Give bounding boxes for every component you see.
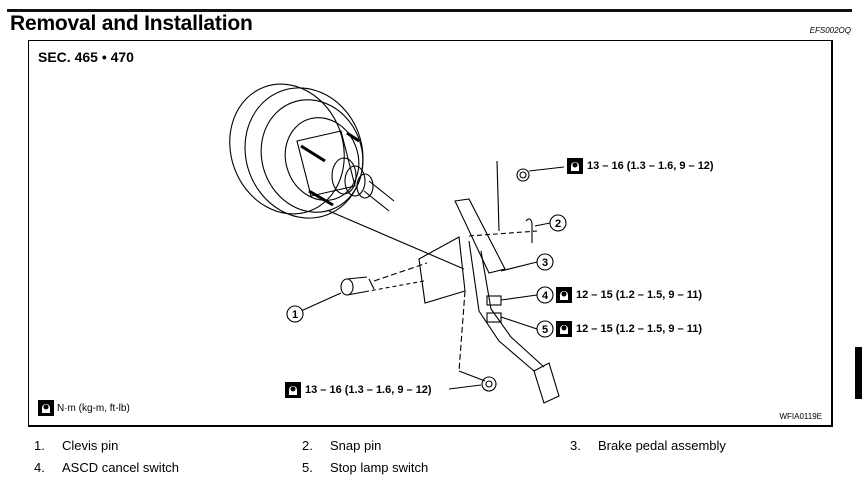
part-name: Clevis pin (62, 438, 119, 453)
callout-5: 5 (536, 320, 554, 338)
ascd-switch-drawing (486, 295, 502, 306)
torque-wrench-icon (567, 158, 583, 174)
part-number: 3. (570, 438, 581, 453)
header-rule (7, 9, 852, 12)
brake-booster-drawing (229, 83, 465, 270)
section-label: SEC. 465 • 470 (38, 49, 134, 65)
list-item: 5. Stop lamp switch (302, 460, 428, 475)
part-number: 1. (34, 438, 45, 453)
torque-value: 12 – 15 (1.2 – 1.5, 9 – 11) (576, 323, 702, 335)
torque-wrench-icon (556, 287, 572, 303)
part-name: ASCD cancel switch (62, 460, 180, 475)
list-item: 2. Snap pin (302, 438, 381, 453)
unit-legend: N·m (kg-m, ft-lb) (38, 400, 130, 416)
unit-legend-text: N·m (kg-m, ft-lb) (57, 402, 130, 414)
svg-text:4: 4 (542, 290, 549, 302)
list-item: 3. Brake pedal assembly (570, 438, 726, 453)
part-number: 5. (302, 460, 313, 475)
part-name: Snap pin (330, 438, 382, 453)
snap-pin-drawing (525, 218, 533, 243)
torque-spec-upper-nut: 13 – 16 (1.3 – 1.6, 9 – 12) (567, 158, 714, 174)
figure-code: WFIA0119E (779, 412, 822, 421)
part-name: Brake pedal assembly (598, 438, 726, 453)
part-number: 2. (302, 438, 313, 453)
torque-wrench-icon (38, 400, 54, 416)
torque-value: 13 – 16 (1.3 – 1.6, 9 – 12) (587, 160, 714, 172)
svg-text:5: 5 (542, 324, 548, 336)
lower-nut-drawing (481, 376, 497, 392)
page-edge-tab (855, 347, 862, 399)
pedal-bracket-drawing (368, 160, 560, 404)
part-name: Stop lamp switch (330, 460, 429, 475)
svg-text:1: 1 (292, 309, 298, 321)
clevis-pin-drawing (300, 262, 428, 312)
figure-frame: 1 2 3 4 5 SEC. 465 • 470 13 – 16 (1.3 – … (28, 40, 833, 427)
part-number: 4. (34, 460, 45, 475)
svg-text:2: 2 (555, 218, 561, 230)
page-title: Removal and Installation (10, 12, 253, 35)
torque-spec-ascd-switch: 12 – 15 (1.2 – 1.5, 9 – 11) (556, 287, 702, 303)
callout-3: 3 (536, 253, 554, 271)
torque-wrench-icon (285, 382, 301, 398)
svg-text:3: 3 (542, 257, 548, 269)
torque-wrench-icon (556, 321, 572, 337)
torque-value: 13 – 16 (1.3 – 1.6, 9 – 12) (305, 384, 432, 396)
torque-spec-lower-nut: 13 – 16 (1.3 – 1.6, 9 – 12) (285, 382, 432, 398)
brake-pedal-diagram: 1 2 3 4 5 (229, 83, 567, 404)
upper-nut-drawing (516, 168, 530, 182)
list-item: 1. Clevis pin (34, 438, 118, 453)
torque-spec-stop-lamp-switch: 12 – 15 (1.2 – 1.5, 9 – 11) (556, 321, 702, 337)
callout-2: 2 (549, 214, 567, 232)
list-item: 4. ASCD cancel switch (34, 460, 179, 475)
callout-4: 4 (536, 286, 554, 304)
document-code: EFS002OQ (809, 26, 851, 35)
torque-value: 12 – 15 (1.2 – 1.5, 9 – 11) (576, 289, 702, 301)
callout-1: 1 (286, 305, 304, 323)
